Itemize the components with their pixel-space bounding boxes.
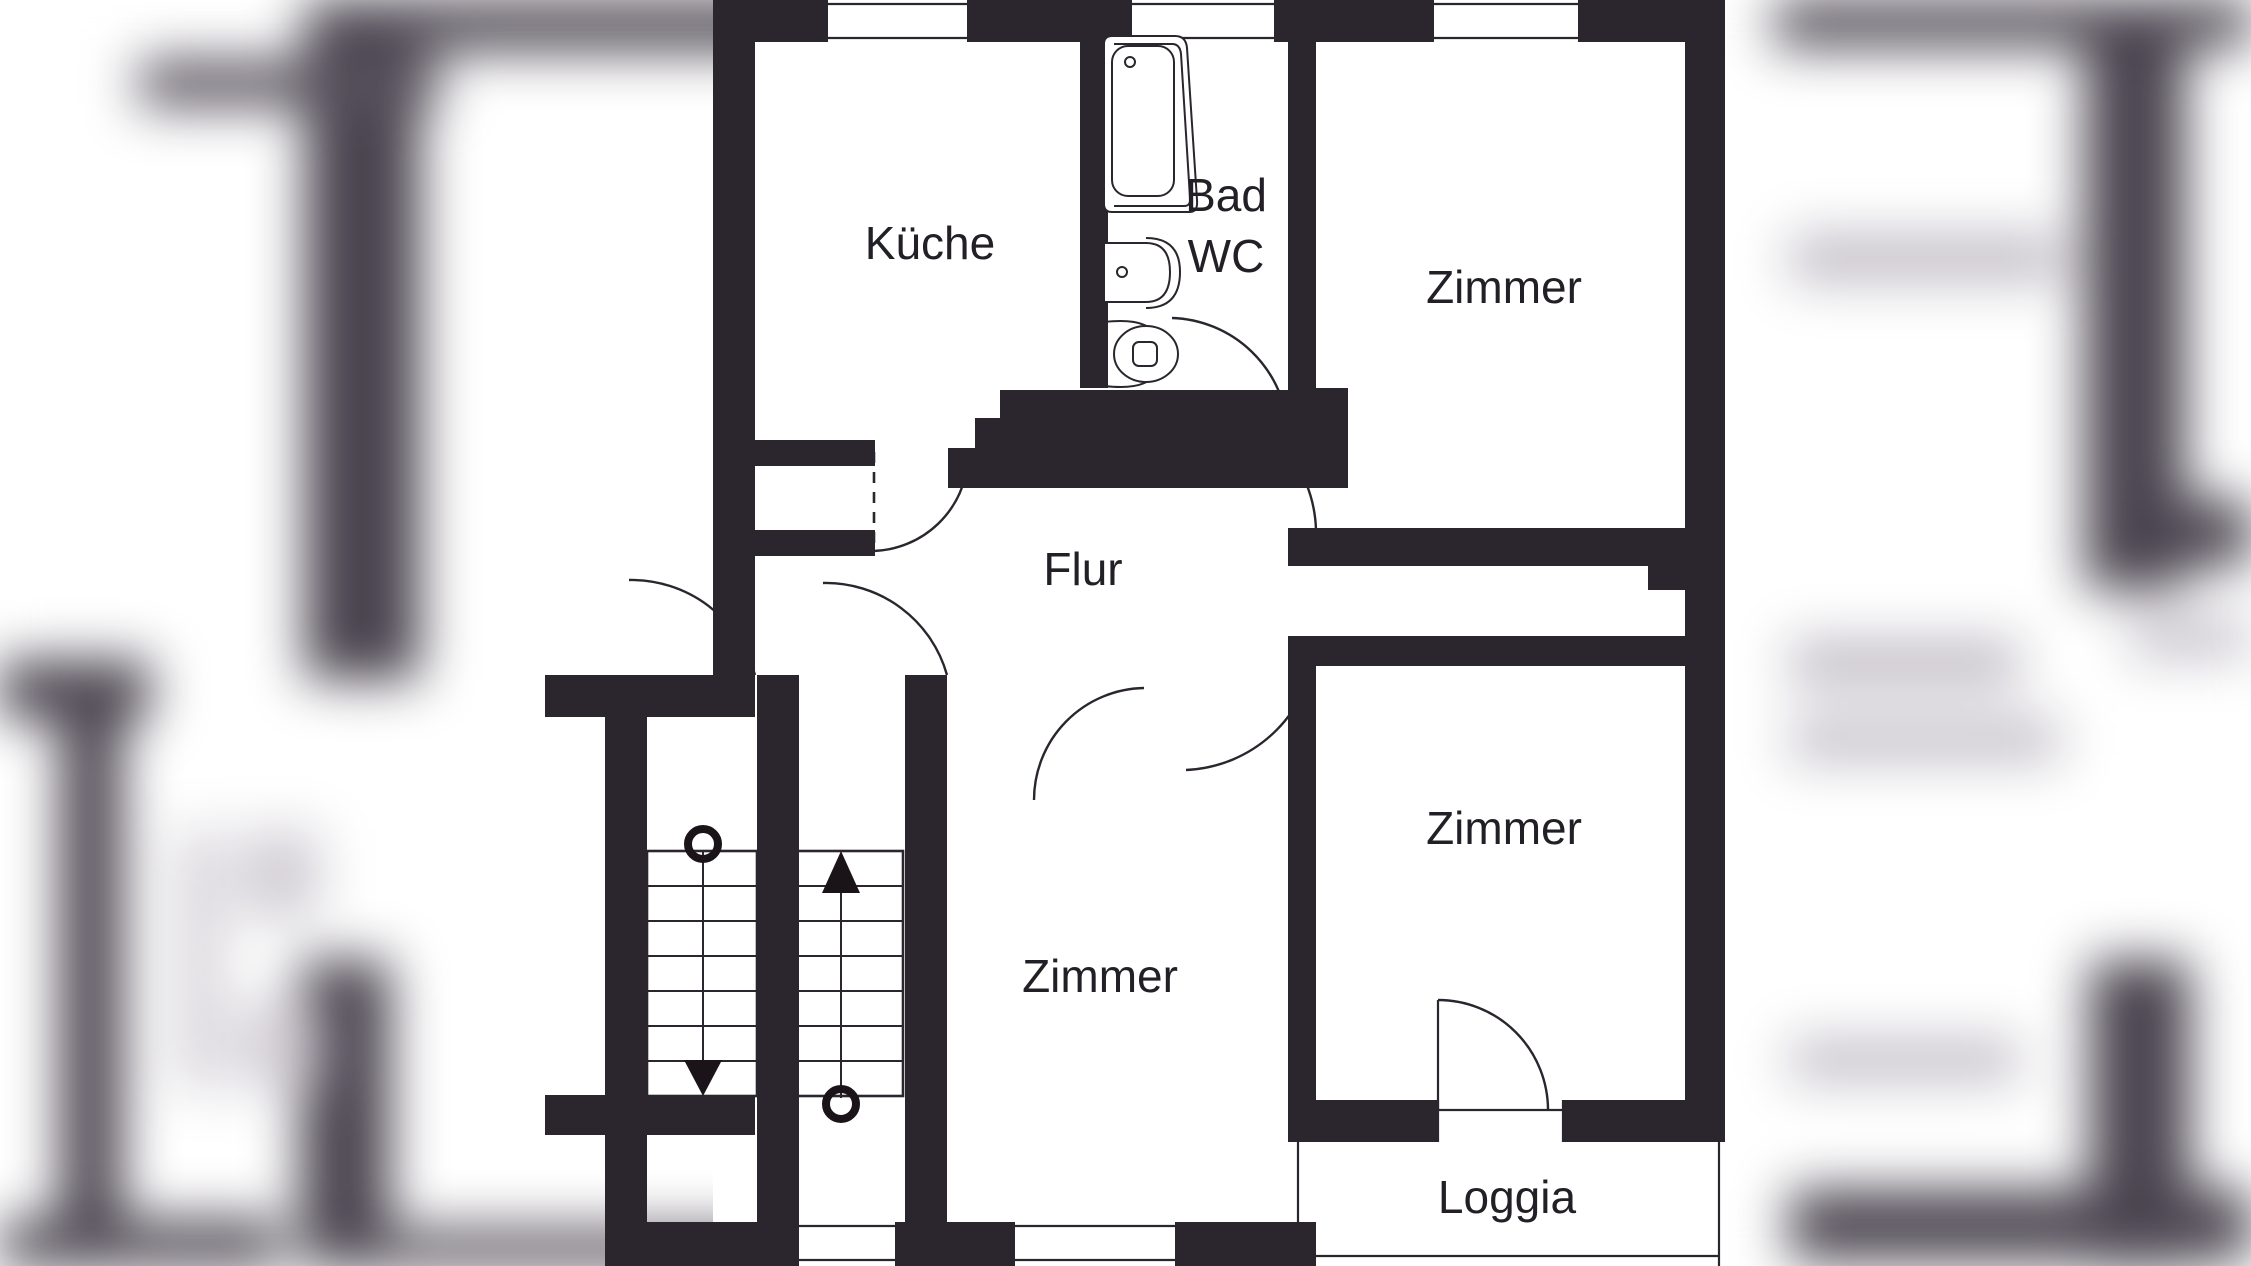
wall-stairwell-bottom-left	[605, 1222, 765, 1266]
kitchen-door-arc	[873, 459, 970, 553]
wall-zimmer1-zimmer2	[1288, 528, 1688, 566]
wall-bad-zimmer1	[1288, 0, 1316, 430]
wall-right-exterior	[1685, 0, 1725, 1140]
wall-loggia-left-nub	[1288, 1100, 1328, 1142]
wall-stair-mid-stub	[545, 1095, 755, 1135]
room-label-loggia: Loggia	[1438, 1171, 1577, 1223]
entry-door-left-arc	[628, 578, 757, 676]
bathroom-door-arc	[1171, 316, 1290, 431]
window-group	[765, 2, 1578, 1262]
wall-bottom-seg-a	[905, 1222, 1015, 1266]
stair-marker-circle-top	[684, 825, 722, 863]
wall-corner-stub	[545, 675, 587, 717]
bathroom-fixtures	[1103, 35, 1199, 388]
room3-door-arc	[1032, 686, 1145, 801]
wall-bottom-seg-b	[1175, 1222, 1316, 1266]
wall-flur-east-b	[1288, 636, 1688, 666]
wall-zimmer3-left	[905, 675, 947, 1266]
room1-door-arc	[1187, 398, 1318, 531]
wall-closet-bottom	[755, 530, 875, 556]
room-labels: Küche Bad WC Zimmer Flur Zimmer Zimmer L…	[865, 169, 1582, 1223]
toilet-icon	[1103, 320, 1179, 388]
room-label-kueche: Küche	[865, 217, 995, 269]
wall-zimmer-div-nub	[1648, 528, 1688, 590]
wall-group	[545, 0, 1725, 1266]
plan-backdrop	[713, 0, 1725, 1266]
wall-stairwell-right	[757, 675, 799, 1266]
wall-closet-top	[755, 440, 875, 466]
wall-stairwell-left	[605, 675, 647, 1266]
room-label-wc: WC	[1188, 230, 1265, 282]
stair-arrow-down	[684, 1060, 722, 1096]
room-label-zimmer-3: Zimmer	[1022, 950, 1178, 1002]
room-label-zimmer-1: Zimmer	[1426, 261, 1582, 313]
wall-bottom-zimmer2-b	[1563, 1100, 1725, 1142]
loggia-door-arc	[1437, 998, 1550, 1111]
wall-zimmer3-head	[905, 675, 947, 717]
room-label-bad: Bad	[1185, 169, 1267, 221]
entry-door-right-arc	[822, 581, 949, 676]
room-label-flur: Flur	[1043, 543, 1122, 595]
wall-left-upper	[713, 0, 755, 690]
stair-arrow-up	[822, 851, 860, 893]
bathtub-icon	[1103, 35, 1199, 213]
room2-door-arc	[1185, 639, 1318, 772]
wall-zimmer3-right	[1288, 676, 1316, 1116]
door-group	[628, 316, 1550, 1111]
stair-marker-circle-bottom	[822, 1085, 860, 1123]
staircase	[645, 825, 905, 1123]
room-label-zimmer-2: Zimmer	[1426, 802, 1582, 854]
wash-basin-icon	[1103, 237, 1182, 309]
